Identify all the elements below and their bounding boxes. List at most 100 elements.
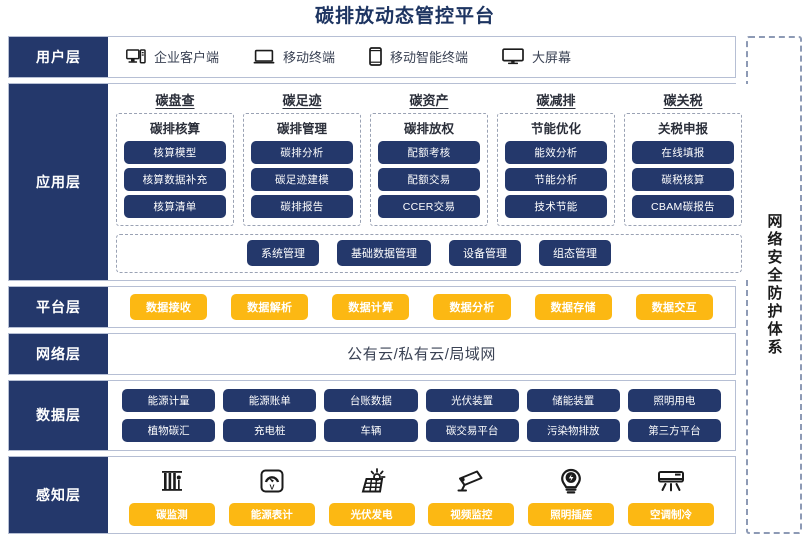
user-item-large-screen[interactable]: 大屏幕 <box>502 47 571 66</box>
layer-sense-body: 碳监测 V 能源表计 <box>108 457 735 533</box>
layer-user: 用户层 <box>8 36 736 78</box>
layer-data: 数据层 能源计量 能源账单 台账数据 光伏装置 储能装置 照明用电 植物碳汇 充… <box>8 379 736 452</box>
platform-pill-data-receive[interactable]: 数据接收 <box>129 293 208 320</box>
app-column-title: 碳资产 <box>409 92 449 108</box>
app-feature-pill[interactable]: 核算模型 <box>124 140 226 164</box>
platform-pill-data-compute[interactable]: 数据计算 <box>332 293 410 320</box>
app-card-title: 碳排管理 <box>276 121 327 136</box>
app-card-title: 节能优化 <box>530 121 581 136</box>
layer-stack: 用户层 <box>8 36 750 534</box>
layer-platform-label: 平台层 <box>9 286 108 327</box>
user-item-label: 移动智能终端 <box>390 50 469 66</box>
data-pill-pollutant-emission[interactable]: 污染物排放 <box>526 418 620 442</box>
data-pill-lighting-power[interactable]: 照明用电 <box>627 388 722 412</box>
sense-item-air-conditioning[interactable]: 空调制冷 <box>625 465 717 526</box>
layer-user-body: 企业客户端 移动终端 <box>108 37 735 77</box>
app-column-title: 碳盘查 <box>155 92 195 108</box>
data-pill-charging-pile[interactable]: 充电桩 <box>223 418 317 442</box>
data-row-1: 能源计量 能源账单 台账数据 光伏装置 储能装置 照明用电 <box>122 388 722 412</box>
layer-app-body: 碳盘查 碳排核算 核算模型 核算数据补充 核算清单 碳足迹 <box>108 83 750 280</box>
sense-item-label: 能源表计 <box>228 502 315 526</box>
energy-meter-icon: V <box>257 465 287 497</box>
data-pill-energy-metering[interactable]: 能源计量 <box>122 388 216 412</box>
app-feature-pill[interactable]: CCER交易 <box>378 194 480 218</box>
user-item-smart-mobile-terminal[interactable]: 移动智能终端 <box>369 47 469 67</box>
platform-pill-data-parse[interactable]: 数据解析 <box>231 293 309 320</box>
management-pill-device[interactable]: 设备管理 <box>449 240 521 267</box>
layer-sense-label: 感知层 <box>9 457 108 533</box>
app-feature-pill[interactable]: 节能分析 <box>505 167 607 191</box>
app-column-carbon-asset: 碳资产 碳排放权 配额考核 配额交易 CCER交易 <box>370 90 488 226</box>
sense-item-label: 视频监控 <box>428 502 515 526</box>
app-column-carbon-reduction: 碳减排 节能优化 能效分析 节能分析 技术节能 <box>497 90 615 226</box>
sense-item-label: 空调制冷 <box>628 502 715 526</box>
app-feature-pill[interactable]: 核算清单 <box>124 194 226 218</box>
security-panel-label: 网络安全防护体系 <box>765 213 783 357</box>
app-feature-pill[interactable]: 碳税核算 <box>632 167 734 191</box>
user-item-mobile-terminal[interactable]: 移动终端 <box>253 47 335 66</box>
app-column-carbon-tariff: 碳关税 关税申报 在线填报 碳税核算 CBAM碳报告 <box>624 90 742 226</box>
layer-data-label: 数据层 <box>9 380 108 451</box>
data-pill-ledger-data[interactable]: 台账数据 <box>324 388 418 412</box>
light-bulb-icon <box>557 465 585 497</box>
management-pill-basic-data[interactable]: 基础数据管理 <box>337 240 431 267</box>
data-pill-plant-carbon-sink[interactable]: 植物碳汇 <box>122 418 216 442</box>
app-card-title: 碳排放权 <box>403 121 454 136</box>
svg-text:V: V <box>269 482 274 491</box>
data-pill-third-party-platform[interactable]: 第三方平台 <box>627 418 722 442</box>
app-feature-pill[interactable]: 碳排报告 <box>251 194 353 218</box>
app-card: 碳排放权 配额考核 配额交易 CCER交易 <box>370 112 488 226</box>
data-pill-pv-device[interactable]: 光伏装置 <box>425 388 519 412</box>
data-pill-storage-device[interactable]: 储能装置 <box>526 388 620 412</box>
data-pill-vehicle[interactable]: 车辆 <box>324 418 418 442</box>
app-card: 碳排管理 碳排分析 碳足迹建模 碳排报告 <box>243 112 361 226</box>
app-card: 节能优化 能效分析 节能分析 技术节能 <box>497 112 615 226</box>
platform-pill-data-exchange[interactable]: 数据交互 <box>635 293 713 320</box>
app-column-carbon-footprint: 碳足迹 碳排管理 碳排分析 碳足迹建模 碳排报告 <box>243 90 361 226</box>
layer-network: 网络层 公有云/私有云/局域网 <box>8 332 736 375</box>
sense-item-lighting-socket[interactable]: 照明插座 <box>525 465 617 526</box>
page-title: 碳排放动态管控平台 <box>314 6 495 27</box>
sense-item-carbon-monitor[interactable]: 碳监测 <box>126 465 218 526</box>
data-pill-carbon-trading-platform[interactable]: 碳交易平台 <box>425 418 519 442</box>
app-feature-pill[interactable]: 配额交易 <box>378 167 480 191</box>
architecture-diagram: 用户层 <box>8 36 802 534</box>
data-row-2: 植物碳汇 充电桩 车辆 碳交易平台 污染物排放 第三方平台 <box>122 418 722 442</box>
layer-platform: 平台层 数据接收 数据解析 数据计算 数据分析 数据存储 数据交互 <box>8 285 736 328</box>
layer-network-body: 公有云/私有云/局域网 <box>108 333 735 374</box>
app-feature-pill[interactable]: 核算数据补充 <box>124 167 226 191</box>
app-column-group: 碳盘查 碳排核算 核算模型 核算数据补充 核算清单 碳足迹 <box>116 90 742 226</box>
data-pill-energy-bill[interactable]: 能源账单 <box>223 388 317 412</box>
app-management-group: 系统管理 基础数据管理 设备管理 组态管理 <box>116 233 742 273</box>
air-conditioner-icon <box>655 465 687 497</box>
user-item-label: 大屏幕 <box>532 50 572 66</box>
platform-pill-data-analysis[interactable]: 数据分析 <box>433 293 511 320</box>
carbon-monitor-icon <box>157 465 187 497</box>
app-feature-pill[interactable]: 能效分析 <box>505 140 607 164</box>
app-card: 关税申报 在线填报 碳税核算 CBAM碳报告 <box>624 112 742 226</box>
app-feature-pill[interactable]: 在线填报 <box>632 140 734 164</box>
layer-sense: 感知层 <box>8 456 736 534</box>
user-item-label: 移动终端 <box>283 50 336 66</box>
sense-item-pv-generation[interactable]: 光伏发电 <box>326 465 418 526</box>
user-item-enterprise-client[interactable]: 企业客户端 <box>126 47 219 66</box>
app-card-title: 碳排核算 <box>149 121 200 136</box>
sense-item-video-surveillance[interactable]: 视频监控 <box>425 465 517 526</box>
desktop-tower-icon <box>126 49 146 65</box>
platform-pill-data-storage[interactable]: 数据存储 <box>534 293 612 320</box>
app-column-title: 碳关税 <box>663 92 703 108</box>
layer-user-label: 用户层 <box>9 37 108 77</box>
management-pill-configuration[interactable]: 组态管理 <box>539 240 611 267</box>
app-feature-pill[interactable]: CBAM碳报告 <box>632 194 734 218</box>
app-column-title: 碳足迹 <box>282 92 322 108</box>
layer-app: 应用层 碳盘查 碳排核算 核算模型 核算数据补充 核算清单 <box>8 82 750 281</box>
sense-item-label: 光伏发电 <box>328 502 415 526</box>
laptop-icon <box>253 49 275 65</box>
app-feature-pill[interactable]: 碳排分析 <box>251 140 353 164</box>
management-pill-system[interactable]: 系统管理 <box>247 240 319 267</box>
app-feature-pill[interactable]: 配额考核 <box>378 140 480 164</box>
app-feature-pill[interactable]: 碳足迹建模 <box>251 167 353 191</box>
app-card-title: 关税申报 <box>657 121 708 136</box>
app-feature-pill[interactable]: 技术节能 <box>505 194 607 218</box>
sense-item-energy-meter[interactable]: V 能源表计 <box>226 465 318 526</box>
